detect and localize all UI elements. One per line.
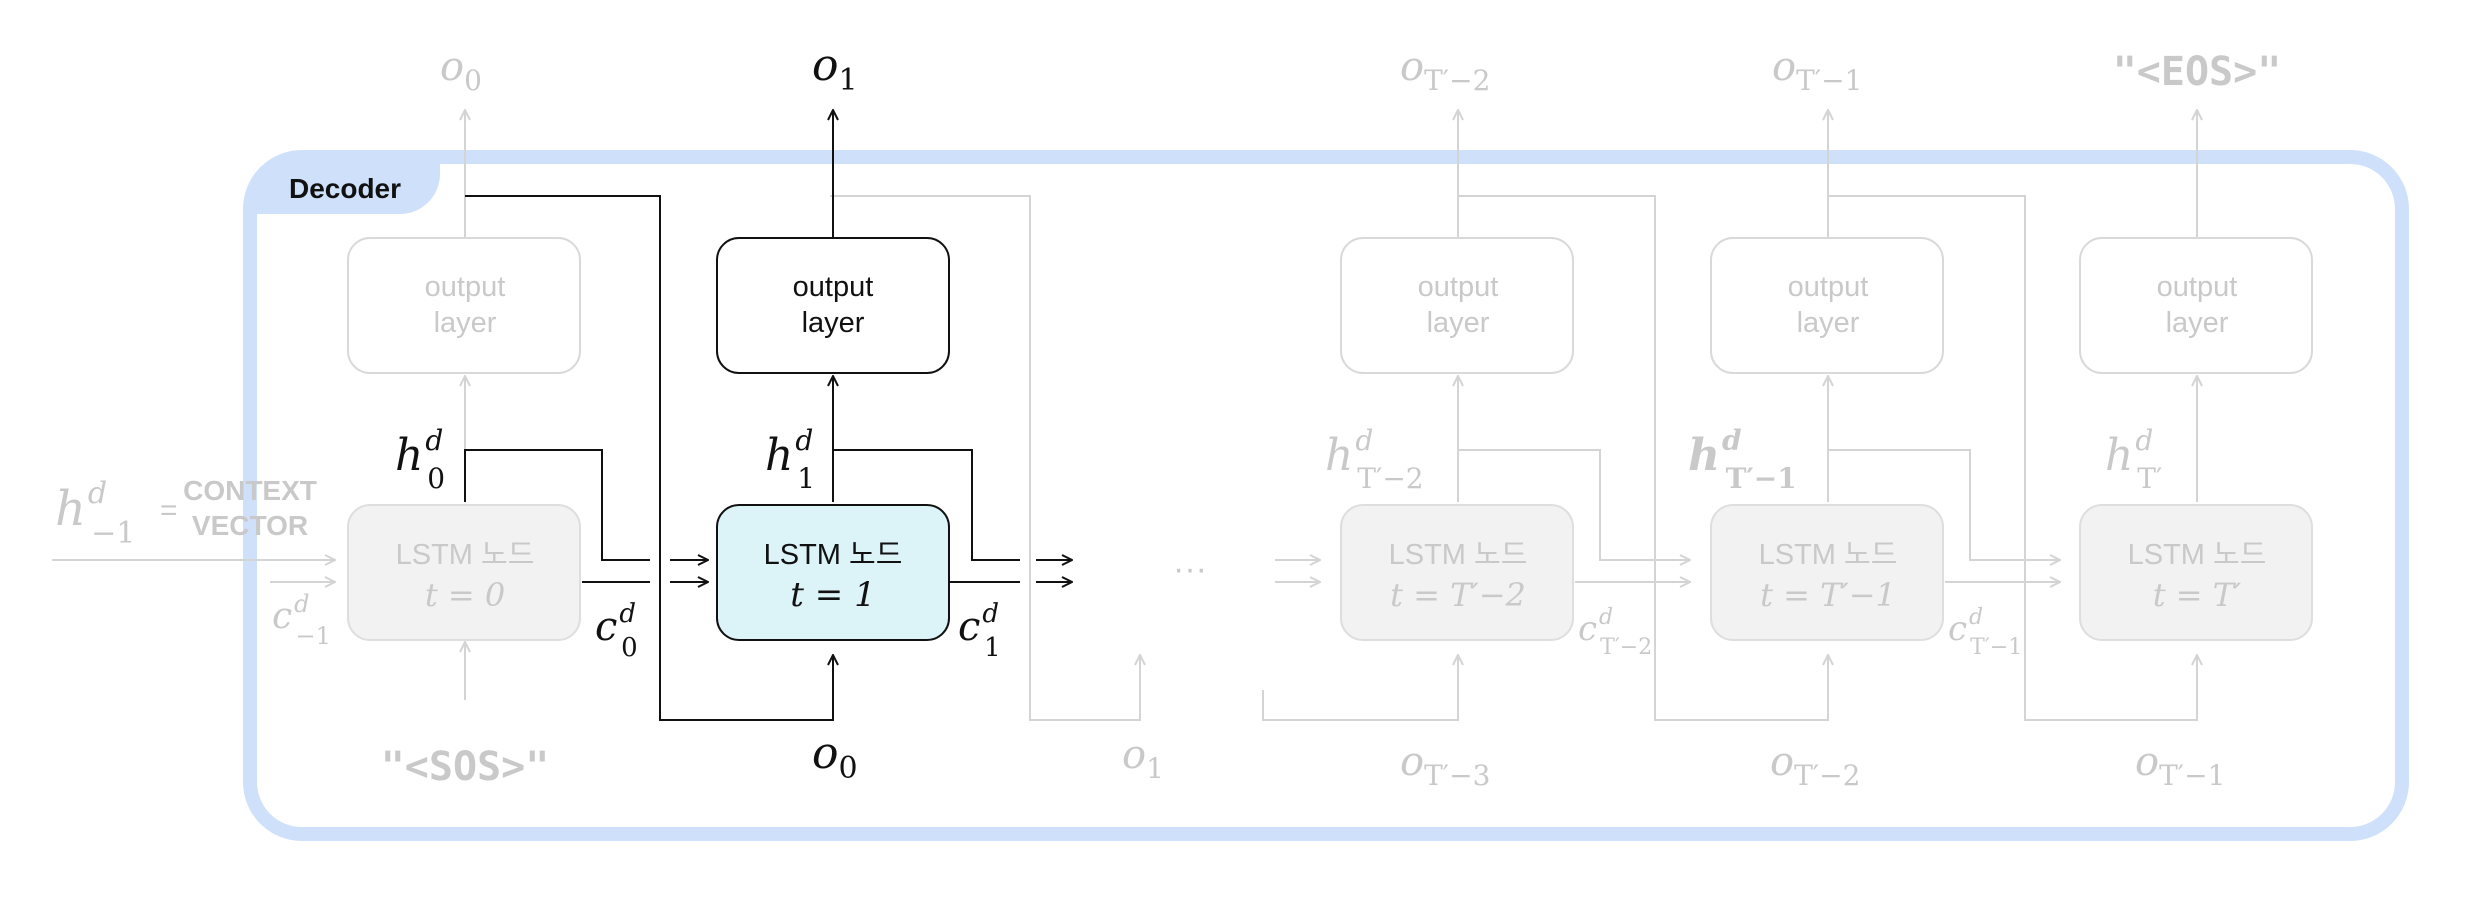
- lstm-node-label: LSTM 노드: [1759, 539, 1898, 571]
- time-step-label: t = 0: [425, 576, 505, 614]
- output-symbol: o1: [812, 40, 858, 98]
- output-layer-box: [2079, 237, 2313, 374]
- input-symbol: o0: [812, 728, 858, 786]
- output-layer-box: [1710, 237, 1944, 374]
- time-step-label: t = T′−2: [1390, 576, 1526, 614]
- output-layer-box: [347, 237, 581, 374]
- input-symbol: oT′−3: [1400, 739, 1490, 792]
- output-layer-label: output: [1418, 271, 1499, 303]
- output-layer-label-2: layer: [2166, 307, 2229, 339]
- lstm-node-box: [2079, 504, 2313, 641]
- output-layer-box: [1340, 237, 1574, 374]
- cell-0: output layer LSTM 노드 t = 0 o0 "<SOS>": [347, 44, 581, 790]
- context-label-line2: VECTOR: [192, 510, 308, 541]
- output-symbol: oT′−1: [1772, 44, 1862, 97]
- lstm-node-box: [347, 504, 581, 641]
- decoder-tab: [250, 157, 440, 214]
- faded-connections: [52, 110, 2197, 721]
- output-layer-label: output: [1788, 271, 1869, 303]
- output-symbol: o0: [440, 44, 482, 97]
- output-layer-box-active: [716, 237, 950, 374]
- time-step-label: t = 1: [790, 575, 875, 615]
- lstm-node-box: [1340, 504, 1574, 641]
- lstm-node-box-active: [716, 504, 950, 641]
- cell-2: output layer LSTM 노드 t = T′−2 oT′−2 oT′−…: [1325, 44, 1652, 792]
- output-symbol: oT′−2: [1400, 44, 1490, 97]
- lstm-node-label: LSTM 노드: [2128, 539, 2267, 571]
- lstm-node-label: LSTM 노드: [396, 539, 535, 571]
- output-layer-label: output: [793, 271, 874, 303]
- gap-input-symbol: o1: [1122, 732, 1164, 785]
- context-vector: hd−1 = CONTEXT VECTOR cd−1: [55, 475, 331, 650]
- input-symbol: oT′−1: [2135, 739, 2225, 792]
- lstm-node-label: LSTM 노드: [764, 539, 903, 571]
- sos-input: "<SOS>": [381, 744, 550, 790]
- output-layer-label: output: [425, 271, 506, 303]
- context-label-line1: CONTEXT: [183, 475, 317, 506]
- output-layer-label-2: layer: [802, 307, 865, 339]
- input-symbol: oT′−2: [1770, 739, 1860, 792]
- context-h-label: hd−1: [55, 476, 135, 551]
- output-layer-label: output: [2157, 271, 2238, 303]
- lstm-node-box: [1710, 504, 1944, 641]
- decoder-frame: [243, 150, 2409, 841]
- context-equals: =: [160, 494, 178, 527]
- eos-output: "<EOS>": [2113, 49, 2282, 95]
- lstm-node-label: LSTM 노드: [1389, 539, 1528, 571]
- cell-4: output layer LSTM 노드 t = T′ "<EOS>" oT′−…: [2079, 49, 2313, 792]
- output-layer-label-2: layer: [1427, 307, 1490, 339]
- context-c-label: cd−1: [272, 590, 331, 650]
- ellipsis-dots: ···: [1173, 550, 1207, 588]
- output-layer-label-2: layer: [1797, 307, 1860, 339]
- active-connections: [464, 110, 1072, 721]
- output-layer-label-2: layer: [434, 307, 497, 339]
- time-step-label: t = T′: [2153, 576, 2242, 614]
- time-step-label: t = T′−1: [1760, 576, 1896, 614]
- cell-3: output layer LSTM 노드 t = T′−1 oT′−1 oT′−…: [1688, 44, 2022, 792]
- decoder-label: Decoder: [289, 173, 401, 204]
